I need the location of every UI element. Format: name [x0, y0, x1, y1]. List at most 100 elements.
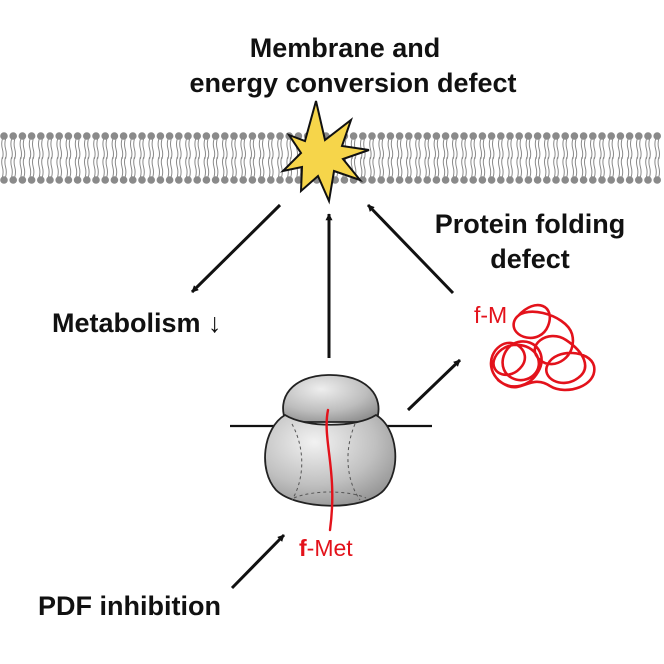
arrow-to-metabolism	[190, 203, 282, 294]
lipid-head	[37, 176, 45, 184]
lipid-head	[267, 132, 275, 140]
nascent-peptide	[325, 408, 334, 532]
lipid-tail	[617, 156, 624, 178]
lipid-head	[460, 176, 468, 184]
lipid-tail	[424, 138, 430, 160]
lipid-head	[92, 176, 100, 184]
ribosome-small-subunit	[282, 374, 380, 423]
lipid-head	[101, 132, 109, 140]
lipid-head	[414, 132, 422, 140]
lipid-tail	[231, 138, 237, 160]
lipid-tail	[166, 138, 173, 160]
lipid-head	[506, 176, 514, 184]
lipid-head	[193, 176, 201, 184]
lipid-tail	[608, 138, 614, 160]
lipid-tail	[65, 156, 72, 178]
title-line-1: Membrane and	[250, 33, 441, 63]
lipid-tail	[268, 156, 274, 178]
lipid-head	[635, 176, 643, 184]
misfolded-protein-icon	[489, 303, 596, 392]
lipid-head	[175, 176, 183, 184]
lipid-tail	[433, 156, 440, 178]
lipid-tail	[544, 156, 550, 178]
lipid-tail	[222, 156, 228, 178]
lipid-head	[598, 176, 606, 184]
lipid-head	[653, 176, 661, 184]
ribosome-groove	[291, 423, 303, 501]
lipid-tail	[176, 156, 182, 178]
lipid-head	[386, 132, 395, 140]
lipid-head	[285, 176, 294, 184]
lipid-tail	[28, 138, 35, 160]
lipid-tail	[1, 138, 7, 160]
lipid-head	[451, 132, 459, 140]
lipid-head	[129, 176, 137, 184]
lipid-head	[616, 132, 625, 140]
title-line-2: energy conversion defect	[189, 68, 516, 98]
lipid-head	[414, 176, 422, 184]
lipid-head	[257, 176, 266, 184]
lipid-head	[221, 176, 229, 184]
lipid-head	[441, 176, 450, 184]
lipid-head	[239, 132, 247, 140]
lipid-tail	[249, 138, 256, 160]
lipid-head	[478, 132, 487, 140]
lipid-tail	[378, 156, 384, 178]
lipid-tail	[111, 156, 118, 178]
lipid-tail	[277, 156, 283, 178]
lipid-tail	[240, 138, 246, 160]
lipid-head	[395, 176, 404, 184]
lipid-head	[570, 132, 579, 140]
lipid-tail	[185, 138, 191, 160]
lipid-tail	[452, 156, 458, 178]
lipid-head	[110, 176, 119, 184]
lipid-head	[533, 176, 542, 184]
lipid-tail	[479, 138, 486, 160]
lipid-head	[589, 176, 597, 184]
lipid-head	[193, 132, 201, 140]
lipid-tail	[369, 156, 375, 178]
lipid-tail	[387, 156, 394, 178]
lipid-head	[405, 176, 413, 184]
lipid-head	[294, 176, 303, 184]
lipid-head	[506, 132, 514, 140]
lipid-tail	[120, 138, 127, 160]
lipid-tail	[268, 138, 274, 160]
lipid-tail	[378, 138, 384, 160]
lipid-head	[18, 176, 27, 184]
lipid-tail	[212, 138, 219, 160]
lipid-tail	[553, 156, 559, 178]
lipid-head	[478, 176, 487, 184]
lipid-tail	[516, 138, 522, 160]
lipid-head	[625, 132, 634, 140]
lipid-head	[276, 132, 284, 140]
lipid-head	[607, 176, 615, 184]
lipid-head	[395, 132, 404, 140]
lipid-tail	[93, 156, 99, 178]
lipid-tail	[534, 138, 541, 160]
lipid-head	[147, 132, 155, 140]
lipid-tail	[498, 156, 504, 178]
lipid-tail	[277, 138, 283, 160]
lipid-tail	[240, 156, 246, 178]
lipid-tail	[194, 156, 200, 178]
lipid-head	[616, 176, 625, 184]
lipid-tail	[120, 156, 127, 178]
lipid-head	[579, 176, 588, 184]
lipid-head	[64, 132, 73, 140]
lipid-tail	[258, 138, 265, 160]
lipid-head	[119, 176, 128, 184]
lipid-tail	[102, 138, 108, 160]
lipid-tail	[461, 138, 467, 160]
lipid-tail	[139, 156, 145, 178]
lipid-tail	[19, 156, 26, 178]
lipid-tail	[470, 138, 476, 160]
lipid-head	[202, 176, 211, 184]
lipid-tail	[10, 138, 16, 160]
lipid-head	[451, 176, 459, 184]
lipid-tail	[396, 156, 403, 178]
lipid-tail	[424, 156, 430, 178]
lipid-head	[405, 132, 413, 140]
lipid-head	[239, 176, 247, 184]
